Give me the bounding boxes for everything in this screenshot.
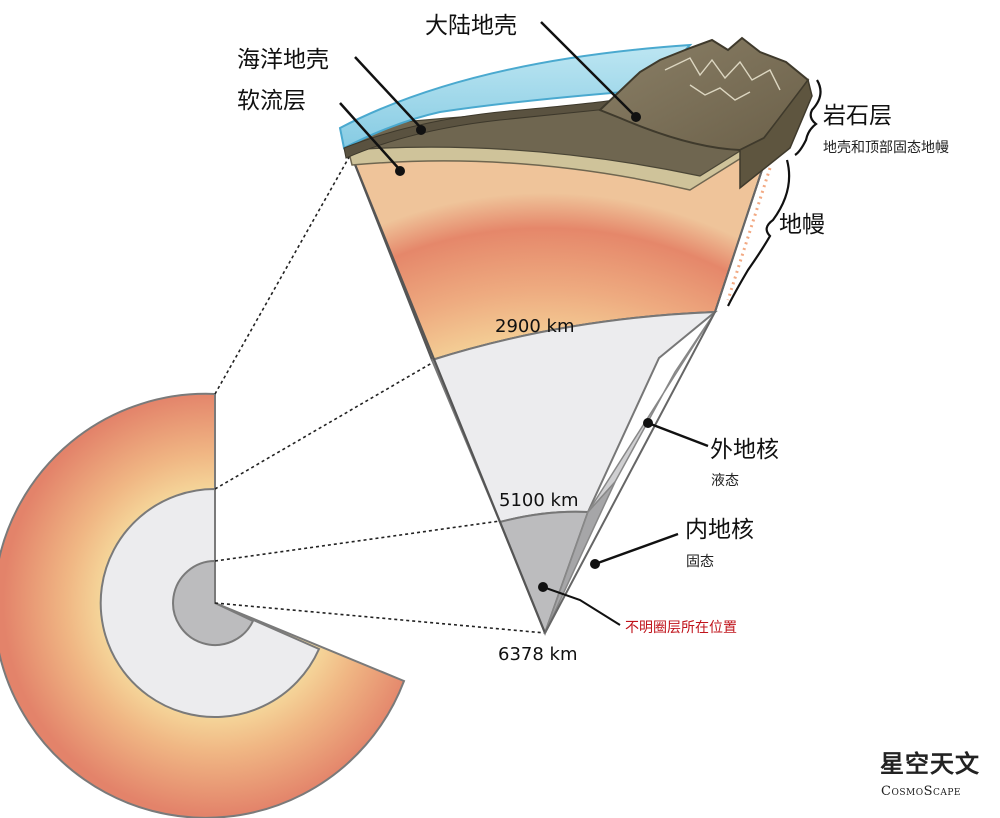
label-asthenosphere: 软流层 [237,88,306,114]
wedge-section [348,113,802,636]
depth-2900: 2900 km [495,316,575,337]
mantle-brace [727,159,791,307]
inner-core-side [544,481,616,634]
inner-core-disc [172,559,255,646]
ocean-layer [338,43,693,150]
brand-logo: 星空天文 CosmoScape [880,749,980,799]
label-lithosphere-desc: 地壳和顶部固态地幔 [823,139,949,156]
label-oceanic-crust: 海洋地壳 [237,47,329,73]
crust-layers [338,36,813,191]
earth-cross-section-small [0,392,406,818]
label-continental-crust: 大陆地壳 [425,13,517,39]
leader-lines [339,21,709,626]
projection-lines [214,151,546,634]
label-lithosphere: 岩石层 [823,103,892,129]
depth-6378: 6378 km [498,644,578,665]
label-mantle: 地幔 [779,212,825,238]
lithosphere-brace [794,79,822,156]
inner-core-face [498,510,590,636]
continental-side-face [739,78,813,190]
leader-dots [395,112,653,592]
label-unknown-layer: 不明圈层所在位置 [625,620,737,636]
label-outer-core: 外地核 [710,437,779,463]
depth-5100: 5100 km [499,490,579,511]
label-inner-core: 内地核 [685,517,754,543]
label-outer-core-state: 液态 [711,473,739,489]
brand-english: CosmoScape [881,784,961,799]
label-inner-core-state: 固态 [686,554,714,570]
brand-chinese: 星空天文 [880,749,980,778]
